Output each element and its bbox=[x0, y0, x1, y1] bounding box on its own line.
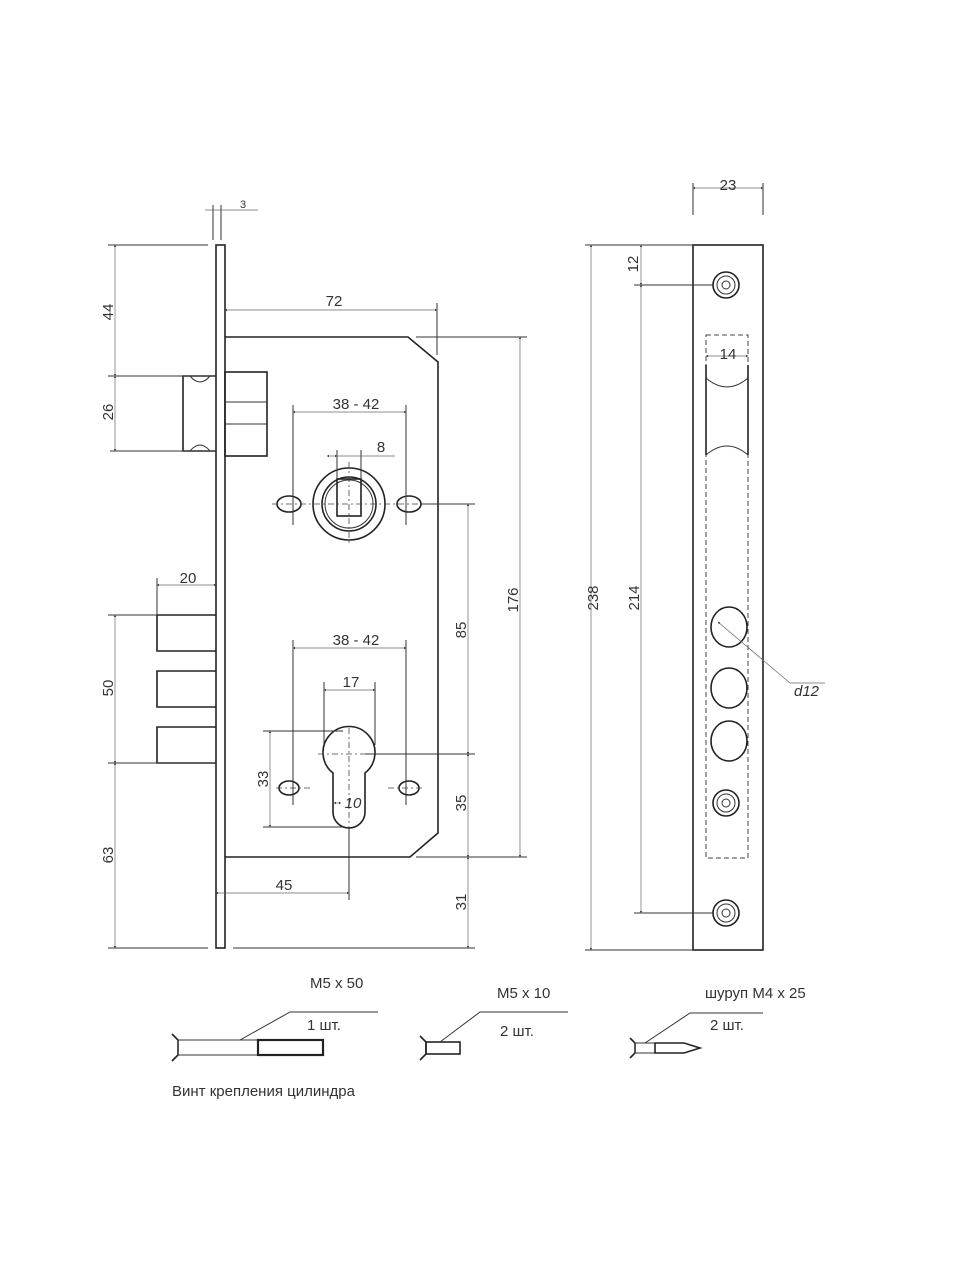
dim-cylinder-holes: 38 - 42 bbox=[333, 632, 380, 649]
dim-23: 23 bbox=[720, 177, 737, 194]
fastener-spec: M5 x 10 bbox=[497, 985, 550, 1002]
dim-85: 85 bbox=[453, 622, 470, 639]
latch-bolt bbox=[182, 371, 268, 457]
front-dimension-labels: 3 44 26 72 176 38 - 42 8 85 20 50 63 38 … bbox=[100, 199, 522, 910]
cylinder-cutout bbox=[276, 725, 422, 830]
dim-50: 50 bbox=[100, 680, 117, 697]
screw-hole bbox=[712, 789, 740, 817]
faceplate-side bbox=[215, 244, 226, 949]
dim-45: 45 bbox=[276, 877, 293, 894]
dim-31: 31 bbox=[453, 894, 470, 911]
fastener-m5x50: M5 x 50 1 шт. bbox=[171, 975, 378, 1062]
latch-face bbox=[705, 365, 749, 456]
front-dimension-lines bbox=[108, 205, 527, 949]
dim-faceplate-thickness: 3 bbox=[240, 199, 246, 211]
faceplate-front-view: 23 238 12 214 14 d12 bbox=[585, 177, 825, 951]
dim-63: 63 bbox=[100, 847, 117, 864]
fastener-spec: M5 x 50 bbox=[310, 975, 363, 992]
dim-72: 72 bbox=[326, 293, 343, 310]
dim-8: 8 bbox=[377, 439, 385, 456]
fastener-spec: шуруп M4 x 25 bbox=[705, 985, 806, 1002]
dim-12: 12 bbox=[625, 256, 642, 273]
fastener-wood-screw: шуруп M4 x 25 2 шт. bbox=[629, 985, 806, 1059]
screw-hole bbox=[712, 271, 740, 299]
dim-33: 33 bbox=[255, 771, 272, 788]
cylinder-screw-caption: Винт крепления цилиндра bbox=[172, 1083, 356, 1100]
dim-44: 44 bbox=[100, 304, 117, 321]
fastener-qty: 1 шт. bbox=[307, 1017, 341, 1034]
dim-35: 35 bbox=[453, 795, 470, 812]
deadbolts bbox=[156, 614, 216, 764]
dim-handle-holes: 38 - 42 bbox=[333, 396, 380, 413]
lock-front-view: 3 44 26 72 176 38 - 42 8 85 20 50 63 38 … bbox=[100, 199, 527, 949]
dim-d12: d12 bbox=[794, 683, 820, 700]
dim-14: 14 bbox=[720, 346, 737, 363]
fastener-qty: 2 шт. bbox=[500, 1023, 534, 1040]
side-dimension-lines bbox=[585, 183, 825, 951]
fastener-m5x10: M5 x 10 2 шт. bbox=[419, 985, 568, 1061]
dim-238: 238 bbox=[585, 585, 602, 610]
fastener-qty: 2 шт. bbox=[710, 1017, 744, 1034]
side-dimension-labels: 23 238 12 214 14 d12 bbox=[585, 177, 820, 700]
deadbolt-hole bbox=[710, 720, 748, 762]
lock-body bbox=[225, 336, 439, 858]
deadbolt-hole bbox=[710, 606, 748, 648]
dim-10: 10 bbox=[345, 795, 362, 812]
screw-hole bbox=[712, 899, 740, 927]
dim-17: 17 bbox=[343, 674, 360, 691]
deadbolt-hole bbox=[710, 667, 748, 709]
dim-176: 176 bbox=[505, 587, 522, 612]
dim-20: 20 bbox=[180, 570, 197, 587]
dim-214: 214 bbox=[626, 585, 643, 610]
dim-26: 26 bbox=[100, 404, 117, 421]
